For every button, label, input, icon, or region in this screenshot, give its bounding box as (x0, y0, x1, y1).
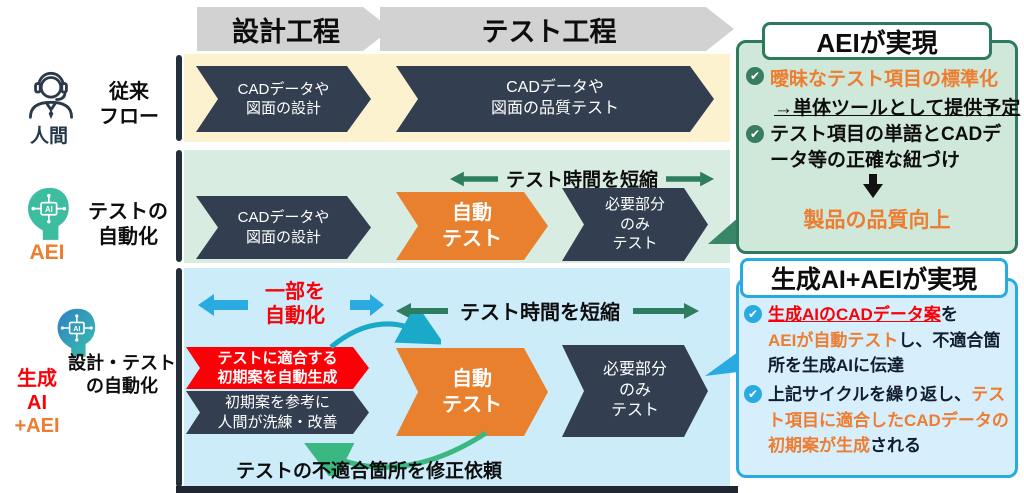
genai-bullet-cycle-text: 上記サイクルを繰り返し、テスト項目に適合したCADデータの初期案が生成される (768, 382, 1012, 459)
text-segment: される (870, 436, 921, 455)
check-circle-icon: ✔ (746, 125, 764, 143)
left-arrow-icon (198, 294, 248, 321)
time-note-text: テスト時間を短縮 (506, 170, 659, 191)
genai-box-pointer (705, 352, 738, 383)
genai-result-box-title: 生成AI+AEIが実現 (740, 258, 1008, 298)
text-segment: を (940, 305, 958, 324)
actor-label-genai: 生成 AI +AEI (6, 368, 68, 439)
cycle-forward-arrow-icon (326, 303, 445, 355)
cycle-note-text: テストの不適合箇所を修正依頼 (236, 461, 503, 482)
right-arrow-icon (633, 302, 699, 319)
aei-result-text: 製品の品質向上 (803, 209, 951, 232)
time-reduction-note: テスト時間を短縮 (450, 165, 715, 192)
svg-text:AI: AI (73, 324, 80, 333)
aei-head-circuit-icon: AI (22, 185, 74, 241)
cycle-return-arrow-icon (298, 428, 493, 484)
right-arrow-icon (350, 294, 384, 321)
aei-bullet-standardize-text: 曖昧なテスト項目の標準化 (770, 69, 999, 90)
step-arrow-auto-test: 自動 テスト (396, 348, 548, 436)
genai-generated-highlight: テスト項目に適合したCADデータの初期案が生成 (768, 385, 1009, 455)
text-segment: し、不適合箇所を生成AIに伝達 (768, 330, 1001, 376)
step-arrow-partial-test: 必要部分 のみ テスト (562, 188, 708, 261)
genai-bullet-autotest: ✔ 生成AIのCADデータ案を AEIが自動テストし、不適合箇所を生成AIに伝達 (744, 302, 1012, 379)
actor-label-genai-red: 生成 AI (17, 368, 57, 414)
down-arrow-icon (862, 174, 884, 203)
genai-bullet-cycle: ✔ 上記サイクルを繰り返し、テスト項目に適合したCADデータの初期案が生成される (744, 382, 1012, 459)
left-arrow-icon (450, 171, 498, 186)
row-label-traditional: 従来 フロー (99, 81, 159, 128)
stage-header-test: テスト工程 (380, 7, 734, 51)
check-circle-icon: ✔ (744, 305, 762, 323)
actor-label-genai-orange: +AEI (14, 415, 60, 438)
aei-bullet-standardize: ✔ 曖昧なテスト項目の標準化 (746, 64, 998, 91)
step-arrow-cad-design: CADデータや 図面の設計 (196, 66, 371, 132)
aei-box-pointer (708, 214, 740, 251)
row-divider-bar (176, 55, 182, 141)
aei-bullet-linking: ✔ テスト項目の単語とCADデータ等の正確な紐づけ (746, 122, 1012, 173)
step-arrow-quality-test: CADデータや 図面の品質テスト (396, 66, 714, 132)
aei-bullet-tool-note: →単体ツールとして提供予定 (774, 98, 1021, 119)
check-circle-icon: ✔ (744, 385, 762, 403)
row-divider-bar (176, 268, 182, 487)
right-arrow-icon (666, 171, 715, 186)
row-divider-bar (176, 150, 182, 262)
time-note-text: テスト時間を短縮 (460, 302, 620, 324)
check-circle-icon: ✔ (746, 67, 764, 85)
stage-header-design: 設計工程 (197, 7, 391, 51)
step-arrow-auto-test: 自動 テスト (396, 192, 548, 260)
genai-aei-highlight: AEIが自動テスト (768, 330, 899, 350)
aei-result-box-title: AEIが実現 (762, 22, 992, 60)
genai-head-circuit-icon: AI (52, 306, 100, 358)
row-label-aei: テストの 自動化 (88, 201, 168, 248)
step-arrow-human-refine: 初期案を参考に 人間が洗練・改善 (186, 391, 369, 434)
aei-bullet-linking-text: テスト項目の単語とCADデータ等の正確な紐づけ (770, 124, 1002, 171)
text-segment: 上記サイクルを繰り返し、 (768, 385, 972, 404)
step-arrow-auto-draft: テストに適合する 初期案を自動生成 (186, 347, 369, 389)
row-label-genai: 設計・テスト の自動化 (68, 353, 176, 397)
genai-draft-highlight: 生成AIのCADデータ案 (768, 305, 941, 324)
genai-bullet-autotest-text: 生成AIのCADデータ案を AEIが自動テストし、不適合箇所を生成AIに伝達 (768, 302, 1012, 379)
step-arrow-cad-design: CADデータや 図面の設計 (196, 196, 371, 259)
aei-result-box (736, 40, 1018, 254)
svg-text:AI: AI (45, 205, 53, 214)
partial-automation-note: 一部を 自動化 (265, 281, 325, 327)
human-operator-icon (22, 63, 80, 121)
step-arrow-partial-test: 必要部分 のみ テスト (562, 345, 708, 437)
actor-label-human: 人間 (29, 126, 68, 147)
actor-label-aei: AEI (29, 241, 65, 264)
bottom-divider-bar (176, 486, 738, 493)
